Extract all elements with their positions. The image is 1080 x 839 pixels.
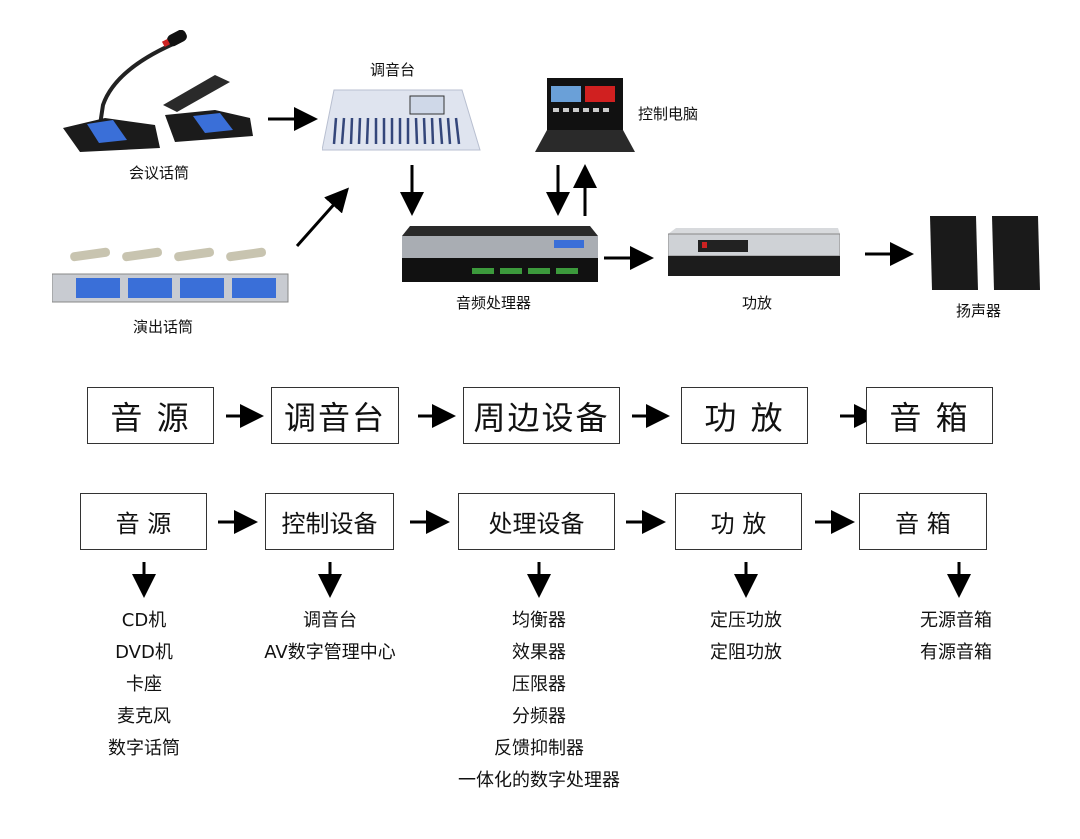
flow1-label: 音 源	[110, 398, 191, 437]
audio-processor-image	[402, 226, 598, 286]
flow1-box-mixer: 调音台	[271, 387, 399, 444]
conference-mic-label: 会议话筒	[129, 164, 190, 182]
list-item: 压限器	[512, 674, 566, 695]
list-item: 卡座	[126, 674, 162, 695]
list-item: 反馈抑制器	[494, 738, 584, 759]
flow2-box-amplifier: 功 放	[675, 493, 802, 550]
flow2-box-processing: 处理设备	[458, 493, 615, 550]
list-item: 麦克风	[117, 706, 171, 727]
control-items: 调音台 AV数字管理中心	[240, 605, 420, 669]
flow2-box-speaker: 音 箱	[859, 493, 987, 550]
speaker-items: 无源音箱 有源音箱	[896, 605, 1016, 669]
performance-mic-image	[51, 244, 290, 308]
list-item: 一体化的数字处理器	[458, 770, 620, 791]
flow2-box-source: 音 源	[80, 493, 207, 550]
flow1-label: 功 放	[704, 398, 785, 437]
list-item: AV数字管理中心	[264, 642, 396, 663]
mixer-image	[321, 88, 482, 154]
list-item: CD机	[121, 610, 167, 631]
flow1-label: 音 箱	[889, 398, 970, 437]
flow1-label: 调音台	[283, 398, 386, 437]
list-item: 定压功放	[710, 610, 782, 631]
flow1-box-source: 音 源	[87, 387, 214, 444]
list-item: 无源音箱	[920, 610, 992, 631]
speakers-image	[928, 214, 1042, 292]
amplifier-image	[667, 228, 841, 280]
audio-processor-label: 音频处理器	[456, 294, 532, 312]
speakers-label: 扬声器	[956, 302, 1002, 320]
performance-mic-label: 演出话筒	[133, 318, 194, 336]
amplifier-label: 功放	[742, 294, 773, 312]
conference-mic-image	[55, 29, 255, 160]
flow2-label: 功 放	[710, 510, 767, 538]
flow2-label: 控制设备	[281, 510, 378, 538]
flow1-box-peripheral: 周边设备	[463, 387, 620, 444]
amplifier-items: 定压功放 定阻功放	[686, 605, 806, 669]
flow1-label: 周边设备	[473, 398, 610, 437]
list-item: 调音台	[303, 610, 357, 631]
list-item: 有源音箱	[920, 642, 992, 663]
list-item: 均衡器	[512, 610, 566, 631]
processing-items: 均衡器 效果器 压限器 分频器 反馈抑制器 一体化的数字处理器	[429, 605, 649, 797]
mixer-label: 调音台	[370, 61, 416, 79]
list-item: 分频器	[512, 706, 566, 727]
source-items: CD机 DVD机 卡座 麦克风 数字话筒	[84, 605, 204, 765]
control-pc-label: 控制电脑	[638, 105, 699, 123]
flow1-box-speaker: 音 箱	[866, 387, 993, 444]
flow2-label: 音 箱	[895, 510, 951, 538]
list-item: 效果器	[512, 642, 566, 663]
flow1-box-amplifier: 功 放	[681, 387, 808, 444]
control-pc-image	[535, 76, 635, 154]
arrow-perf-mic-to-mixer	[295, 187, 349, 247]
list-item: 定阻功放	[710, 642, 782, 663]
flow2-box-control: 控制设备	[265, 493, 394, 550]
flow2-label: 处理设备	[488, 510, 585, 538]
list-item: DVD机	[115, 642, 173, 663]
flow2-label: 音 源	[115, 510, 172, 538]
list-item: 数字话筒	[108, 738, 180, 759]
